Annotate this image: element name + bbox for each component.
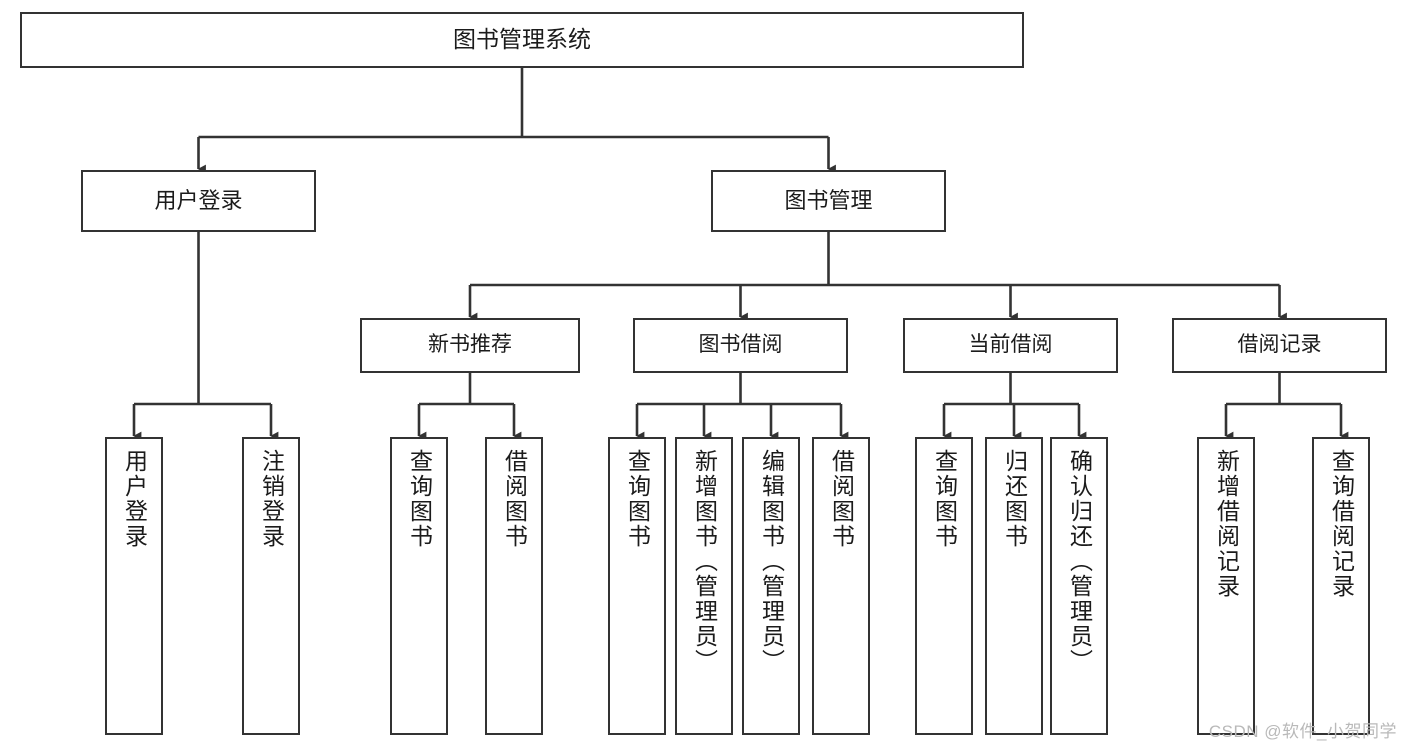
node-label-leaf-borrow-edit: 编辑图书（管理员） <box>758 449 785 674</box>
watermark-text: CSDN @软件_小贺同学 <box>1208 722 1397 741</box>
node-leaf-record-query[interactable]: 查询借阅记录 <box>1312 437 1370 735</box>
node-leaf-rec-borrow[interactable]: 借阅图书 <box>485 437 543 735</box>
node-leaf-user-logout[interactable]: 注销登录 <box>242 437 300 735</box>
node-leaf-borrow-lend[interactable]: 借阅图书 <box>812 437 870 735</box>
node-label-leaf-borrow-add: 新增图书（管理员） <box>691 449 718 674</box>
node-label-borrow-record: 借阅记录 <box>1237 333 1322 357</box>
node-leaf-borrow-add[interactable]: 新增图书（管理员） <box>675 437 733 735</box>
node-leaf-user-login[interactable]: 用户登录 <box>105 437 163 735</box>
node-label-root: 图书管理系统 <box>453 26 591 53</box>
node-user-login[interactable]: 用户登录 <box>81 170 316 232</box>
node-leaf-rec-query[interactable]: 查询图书 <box>390 437 448 735</box>
node-label-leaf-current-confirm: 确认归还（管理员） <box>1066 449 1093 674</box>
node-label-leaf-rec-query: 查询图书 <box>406 449 433 549</box>
node-label-leaf-user-login: 用户登录 <box>121 449 148 549</box>
node-root[interactable]: 图书管理系统 <box>20 12 1024 68</box>
node-book-manage[interactable]: 图书管理 <box>711 170 946 232</box>
node-label-leaf-record-query: 查询借阅记录 <box>1328 449 1355 599</box>
node-label-user-login: 用户登录 <box>154 188 243 214</box>
node-label-leaf-borrow-query: 查询图书 <box>624 449 651 549</box>
node-borrow-record[interactable]: 借阅记录 <box>1172 318 1387 373</box>
node-label-leaf-record-add: 新增借阅记录 <box>1213 449 1240 599</box>
node-leaf-current-confirm[interactable]: 确认归还（管理员） <box>1050 437 1108 735</box>
node-label-current-borrow: 当前借阅 <box>968 333 1053 357</box>
edge-paths <box>132 68 1349 441</box>
node-book-borrow[interactable]: 图书借阅 <box>633 318 848 373</box>
node-leaf-borrow-query[interactable]: 查询图书 <box>608 437 666 735</box>
node-leaf-current-return[interactable]: 归还图书 <box>985 437 1043 735</box>
node-label-book-manage: 图书管理 <box>784 188 873 214</box>
node-label-leaf-user-logout: 注销登录 <box>258 449 285 549</box>
node-label-new-book-rec: 新书推荐 <box>428 333 512 357</box>
node-label-leaf-current-query: 查询图书 <box>931 449 958 549</box>
node-leaf-current-query[interactable]: 查询图书 <box>915 437 973 735</box>
node-label-leaf-rec-borrow: 借阅图书 <box>501 449 528 549</box>
node-leaf-borrow-edit[interactable]: 编辑图书（管理员） <box>742 437 800 735</box>
node-new-book-rec[interactable]: 新书推荐 <box>360 318 580 373</box>
node-label-book-borrow: 图书借阅 <box>698 333 783 357</box>
node-label-leaf-borrow-lend: 借阅图书 <box>828 449 855 549</box>
node-label-leaf-current-return: 归还图书 <box>1001 449 1028 549</box>
node-current-borrow[interactable]: 当前借阅 <box>903 318 1118 373</box>
node-leaf-record-add[interactable]: 新增借阅记录 <box>1197 437 1255 735</box>
